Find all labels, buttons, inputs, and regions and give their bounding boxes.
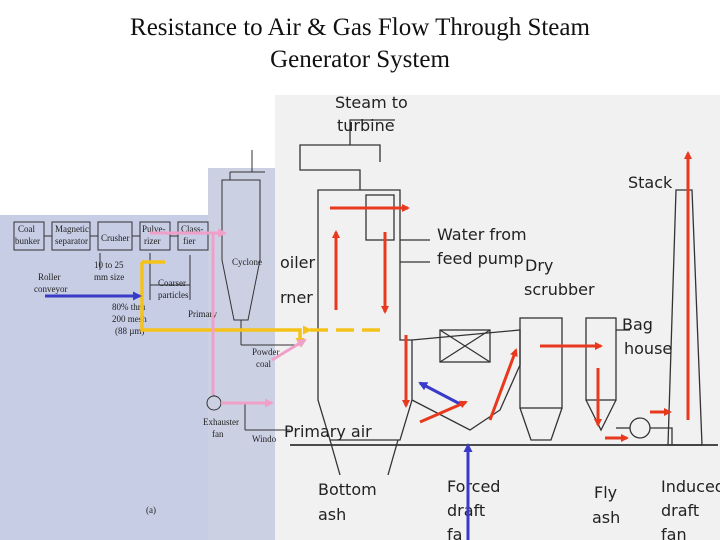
stack-label: Stack (628, 173, 673, 192)
magnetic-separator-label-1: Magnetic (55, 224, 89, 234)
steam-generator-scan (275, 95, 720, 540)
economizer-box (439, 329, 491, 363)
primary-air-label: Primary air (284, 422, 372, 441)
fly-label: Fly (594, 483, 617, 502)
blue-arrows (45, 291, 473, 540)
blue-arrow-air-heater (418, 381, 463, 407)
turbine-label: turbine (337, 116, 395, 135)
title-line-2: Generator System (270, 46, 450, 73)
figure-label: (a) (146, 505, 156, 515)
dry-scrubber-hopper (519, 407, 563, 441)
exhauster-fan-label-2: fan (212, 429, 224, 439)
classifier-label-1: Class- (181, 224, 204, 234)
powder-coal-label-1: Powder (252, 347, 280, 357)
roller-conveyor-label-2: conveyor (34, 284, 68, 294)
primary-label: Primary (188, 309, 217, 319)
mesh-label-2: 200 mesh (112, 314, 147, 324)
induced-label: Induced (661, 477, 720, 496)
stack (667, 189, 703, 446)
bag-house-1 (585, 317, 617, 401)
roller-conveyor-label-1: Roller (38, 272, 61, 282)
induced-fan-label: fan (661, 525, 687, 540)
red-arrow-to-scrubber (488, 348, 518, 421)
feed-lines (400, 239, 430, 263)
induced-fan-circle (629, 417, 651, 439)
mesh-label-3: (88 µm) (115, 326, 144, 336)
steam-generator-labels: Steam to turbine Water from feed pump Dr… (280, 93, 720, 540)
fan-to-stack (650, 427, 673, 445)
magnetic-separator-label-2: separator (55, 236, 88, 246)
slide-title: Resistance to Air & Gas Flow Through Ste… (0, 12, 720, 76)
coal-bunker-label-2: bunker (15, 236, 40, 246)
pink-arrows (150, 228, 307, 408)
cyclone-body (221, 179, 261, 321)
bag-house-hopper (585, 399, 617, 432)
pink-arrow-burner (271, 338, 307, 362)
steam-to-label: Steam to (335, 93, 408, 112)
dry-scrubber (519, 317, 563, 409)
exhauster-fan-label-1: Exhauster (203, 417, 239, 427)
exhauster-fan-circle (206, 395, 222, 411)
red-flue-gas-arrows (330, 151, 692, 442)
boiler-housing (317, 189, 413, 441)
coarser-label-2: particles (158, 290, 189, 300)
yellow-primary-air-path (140, 260, 380, 347)
size-label-1: 10 to 25 (94, 260, 124, 270)
pulverizer-label-1: Pulve- (142, 224, 166, 234)
house-label: house (624, 339, 672, 358)
powder-coal-label-2: coal (256, 359, 271, 369)
induced-draft-label: draft (661, 501, 699, 520)
red-arrow-economizer (419, 400, 468, 424)
cyclone-label: Cyclone (232, 257, 262, 267)
mesh-label-1: 80% thru (112, 302, 146, 312)
forced-fan-fragment-label: fa (447, 525, 462, 540)
superheater (365, 194, 395, 241)
dry-label: Dry (525, 256, 553, 275)
coal-schematic-labels: Coal bunker Magnetic separator Crusher P… (15, 224, 280, 515)
forced-draft-label: draft (447, 501, 485, 520)
size-label-2: mm size (94, 272, 124, 282)
scrubber-label: scrubber (524, 280, 595, 299)
steam-pipe (299, 144, 381, 190)
steam-generator-drawing (290, 119, 718, 476)
feed-pump-label: feed pump (437, 249, 524, 268)
crusher-label: Crusher (101, 233, 130, 243)
steam-line (349, 119, 395, 145)
boiler-fragment-label: oiler (280, 253, 316, 272)
bottom-label: Bottom (318, 480, 377, 499)
window-label: Windo (252, 434, 277, 444)
coal-bunker-label-1: Coal (18, 224, 35, 234)
water-from-label: Water from (437, 225, 527, 244)
burner-fragment-label: rner (280, 288, 313, 307)
coarser-label-1: Coarser (158, 278, 186, 288)
classifier-label-2: fier (183, 236, 196, 246)
backpass-duct (411, 329, 521, 431)
yellow-arrow-path (140, 262, 305, 347)
bottom-ash-label: ash (318, 505, 346, 524)
forced-label: Forced (447, 477, 500, 496)
bag-label: Bag (622, 315, 653, 334)
pulverizer-label-2: rizer (144, 236, 160, 246)
fly-ash-label: ash (592, 508, 620, 527)
title-line-1: Resistance to Air & Gas Flow Through Ste… (130, 14, 590, 41)
